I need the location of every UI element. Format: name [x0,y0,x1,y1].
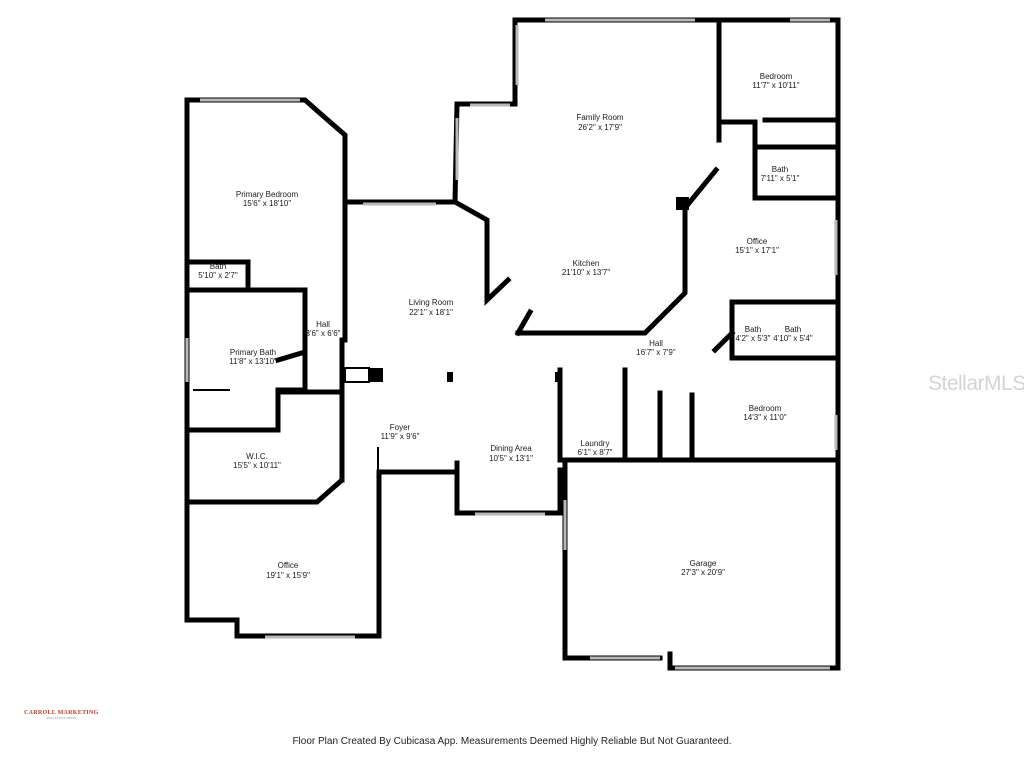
brand-name: CARROLL MARKETING [24,710,99,716]
room-primary-bedroom-name: Primary Bedroom [236,190,299,199]
room-bedroom-southeast-dims: 14'3" x 11'0" [743,413,786,422]
windows [185,18,838,670]
room-primary-bedroom-dims: 15'6" x 18'10" [243,199,291,208]
room-labels: Bedroom 11'7" x 10'11" Family Room 26'2"… [198,72,813,580]
room-foyer-name: Foyer [390,423,411,432]
room-hall-east-dims: 16'7" x 7'9" [636,348,676,357]
room-laundry-name: Laundry [581,439,610,448]
room-bath-northeast-dims: 7'11" x 5'1" [761,174,800,183]
room-bath-southeast-b-name: Bath [785,325,801,334]
room-bedroom-southeast-name: Bedroom [749,404,782,413]
room-office-east-dims: 15'1" x 17'1" [735,246,779,255]
room-bedroom-northeast-dims: 11'7" x 10'11" [752,81,799,90]
room-family-room-dims: 26'2" x 17'9" [578,123,622,132]
room-primary-bath-dims: 11'8" x 13'10" [229,357,277,366]
room-kitchen-dims: 21'10" x 13'7" [562,268,610,277]
room-bath-west-dims: 5'10" x 2'7" [198,271,238,280]
stellarmls-watermark: StellarMLS [928,372,1024,395]
room-garage-dims: 27'3" x 20'9" [681,568,725,577]
room-office-east-name: Office [747,237,768,246]
room-dining-area-dims: 10'5" x 13'1" [489,454,533,463]
room-dining-area-name: Dining Area [490,444,532,453]
brand-tagline: REAL ESTATE MEDIA [46,716,77,720]
room-bath-southeast-a-dims: 4'2" x 5'3" [736,334,771,343]
room-family-room-name: Family Room [576,113,623,122]
room-bedroom-northeast-name: Bedroom [760,72,793,81]
room-hall-west-name: Hall [316,320,330,329]
brand-logo: CARROLL MARKETING REAL ESTATE MEDIA [24,710,99,720]
room-laundry-dims: 6'1" x 8'7" [578,448,613,457]
room-hall-west-dims: 3'6" x 6'6" [306,329,341,338]
room-garage-name: Garage [690,559,717,568]
room-living-room-dims: 22'1" x 18'1" [409,308,453,317]
room-hall-east-name: Hall [649,339,663,348]
room-bath-northeast-name: Bath [772,165,788,174]
room-kitchen-name: Kitchen [573,259,600,268]
room-walk-in-closet-dims: 15'5" x 10'11" [233,461,281,470]
room-bath-southeast-a-name: Bath [745,325,761,334]
room-foyer-dims: 11'9" x 9'6" [381,432,420,441]
footer-disclaimer: Floor Plan Created By Cubicasa App. Meas… [292,736,732,747]
room-office-west-dims: 19'1" x 15'9" [266,571,310,580]
interior-details [193,197,689,470]
room-walk-in-closet-name: W.I.C. [246,452,268,461]
room-bath-southeast-b-dims: 4'10" x 5'4" [773,334,813,343]
room-bath-west-name: Bath [210,262,226,271]
room-office-west-name: Office [278,561,299,570]
room-living-room-name: Living Room [409,298,454,307]
room-primary-bath-name: Primary Bath [230,348,276,357]
